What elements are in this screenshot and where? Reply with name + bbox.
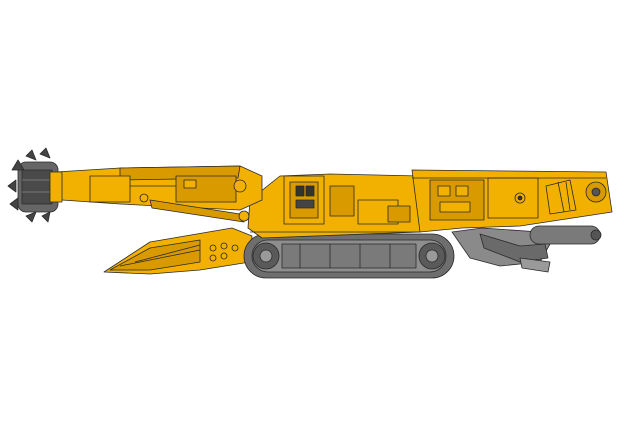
main-body bbox=[247, 173, 421, 239]
cutting-boom bbox=[55, 165, 263, 223]
rear-conveyor bbox=[451, 225, 602, 273]
cutter-head bbox=[7, 147, 63, 223]
rear-deck bbox=[411, 169, 613, 233]
crawler-track bbox=[243, 233, 455, 279]
loading-apron bbox=[103, 227, 253, 275]
